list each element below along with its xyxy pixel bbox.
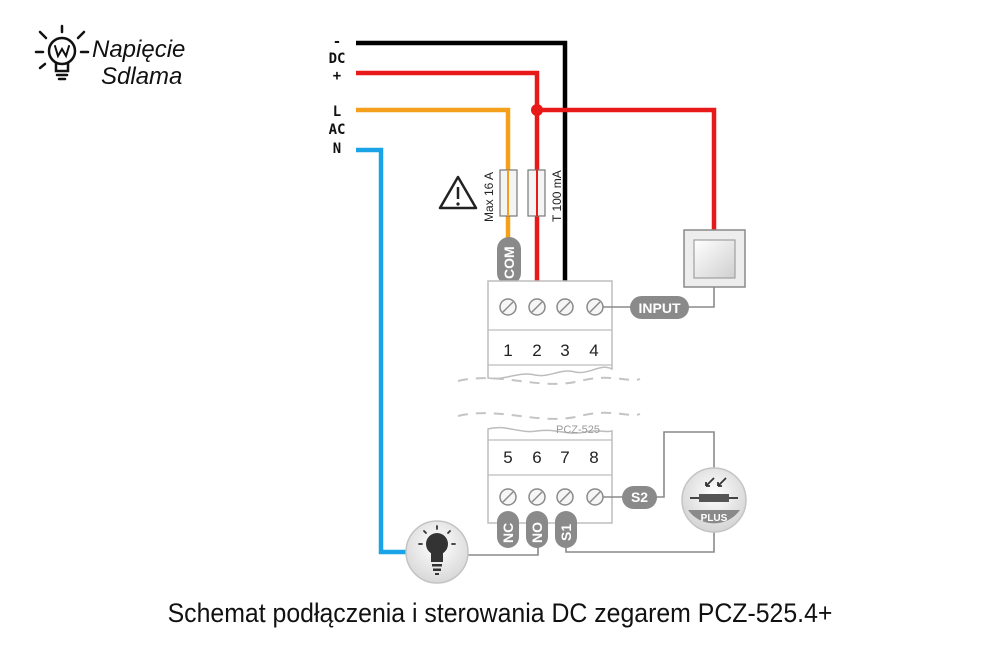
terminal-screw-7: [556, 488, 574, 506]
wire-junction: [531, 104, 543, 116]
ac-live-wire: [356, 107, 511, 296]
terminal-screw-6: [528, 488, 546, 506]
dc-minus-label: -: [333, 34, 341, 50]
terminal-screw-5: [499, 488, 517, 506]
terminal-screw-2: [528, 298, 546, 316]
terminal-number-5: 5: [503, 448, 512, 467]
light-bulb: [405, 520, 469, 584]
ac-label: AC: [329, 122, 346, 138]
terminal-screw-4: [586, 298, 604, 316]
s2-terminal-pill: S2: [603, 486, 657, 509]
logo-line-2: Sdlama: [101, 63, 182, 90]
dc-negative-wire: [356, 40, 568, 296]
ac-neutral-wire: [356, 147, 410, 555]
device-lower-block: [487, 426, 613, 524]
sensor-plus: PLUS: [681, 467, 747, 533]
nc-terminal-pill: NC: [497, 511, 519, 548]
terminal-number-8: 8: [589, 448, 598, 467]
ac-n-label: N: [333, 141, 341, 157]
no-terminal-pill: NO: [526, 511, 548, 548]
terminal-screw-8: [586, 488, 604, 506]
fuse-t100ma: T 100 mA: [527, 169, 564, 222]
lightbulb-logo-icon: [34, 24, 90, 81]
svg-text:NC: NC: [500, 523, 516, 543]
s1-terminal-pill: S1: [555, 511, 577, 548]
fuse-t100ma-label: T 100 mA: [550, 170, 564, 222]
fuse-max16a-label: Max 16 A: [482, 172, 496, 222]
input-wire: [688, 287, 715, 308]
terminal-screw-1: [499, 298, 517, 316]
terminal-number-6: 6: [532, 448, 541, 467]
fuse-max16a: Max 16 A: [482, 169, 518, 222]
warning-icon: [438, 175, 478, 210]
terminal-number-7: 7: [560, 448, 569, 467]
device-model-label: PCZ-525: [556, 424, 600, 436]
svg-text:S2: S2: [631, 489, 648, 505]
lightbulb-icon: [418, 525, 456, 575]
terminal-number-3: 3: [560, 341, 569, 360]
top-terminal-screws: [499, 298, 604, 316]
sensor-plus-label: PLUS: [701, 513, 728, 524]
logo: Napięcie Sdlama: [34, 24, 185, 90]
terminal-number-2: 2: [532, 341, 541, 360]
break-marks: [457, 376, 641, 420]
terminal-number-4: 4: [589, 341, 598, 360]
ac-l-label: L: [333, 104, 341, 120]
push-button-switch: [683, 229, 746, 288]
svg-text:COM: COM: [501, 246, 517, 279]
s1-wire: [565, 528, 715, 553]
svg-text:INPUT: INPUT: [639, 300, 681, 316]
com-terminal-pill: COM: [497, 237, 521, 285]
diagram-caption: Schemat podłączenia i sterowania DC zega…: [167, 598, 833, 628]
terminal-screw-3: [556, 298, 574, 316]
svg-text:NO: NO: [529, 522, 545, 543]
logo-line-1: Napięcie: [92, 36, 185, 63]
dc-positive-input-wire: [537, 107, 717, 230]
device-upper-block: [487, 280, 613, 380]
terminal-number-1: 1: [503, 341, 512, 360]
power-wires: [356, 40, 717, 555]
dc-label: DC: [329, 51, 346, 67]
dc-plus-label: +: [333, 68, 341, 84]
bottom-terminal-screws: [499, 488, 604, 506]
dc-positive-wire: [356, 70, 540, 296]
input-terminal-pill: INPUT: [603, 296, 689, 319]
s2-wire: [656, 431, 715, 498]
svg-text:S1: S1: [558, 524, 574, 541]
photoresistor-icon: [690, 477, 738, 502]
